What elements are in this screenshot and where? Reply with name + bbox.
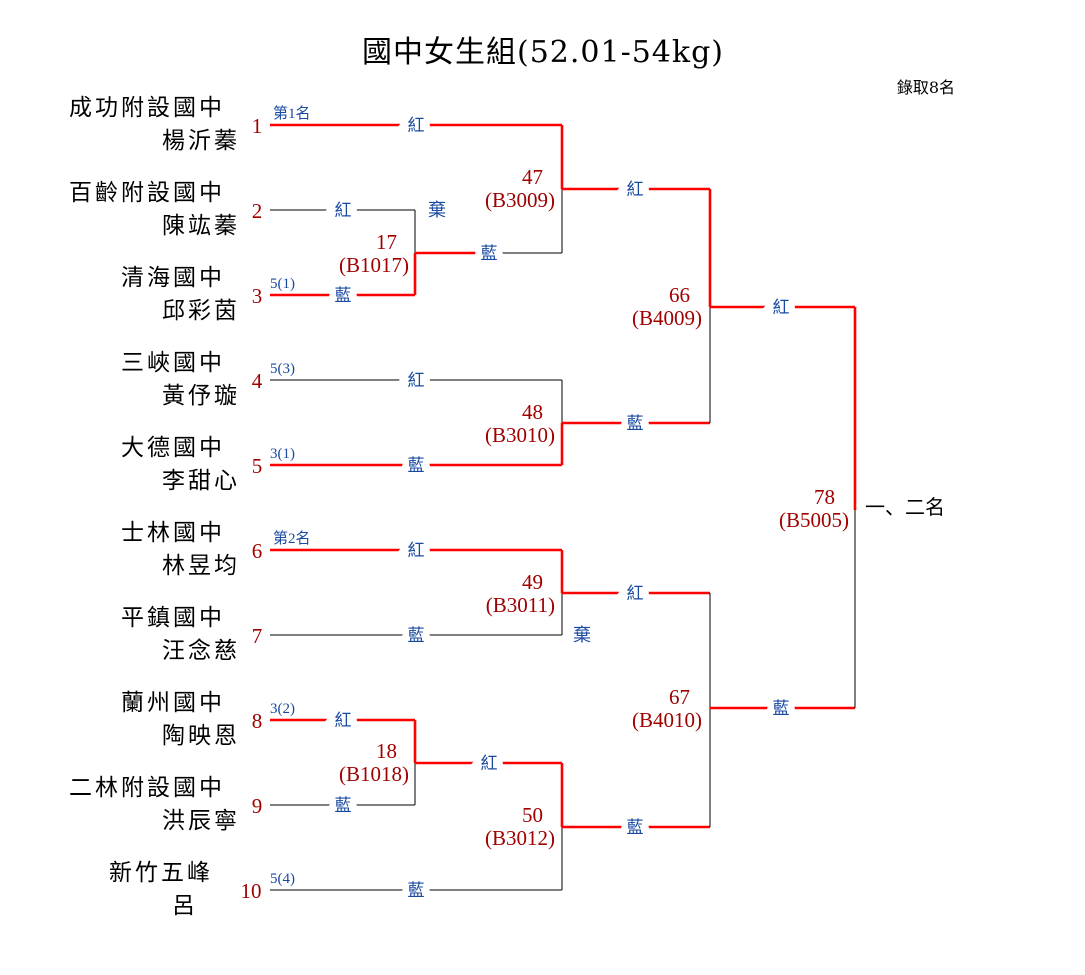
match-number: 47: [522, 165, 543, 189]
match-18: 18 (B1018): [339, 739, 409, 786]
match-number: 18: [376, 739, 397, 763]
entry-seed: 3: [252, 284, 263, 308]
match-code: (B3010): [485, 423, 555, 447]
entry-seed: 1: [252, 114, 263, 138]
match-number: 67: [669, 685, 690, 709]
blue-corner-label: 藍: [408, 456, 425, 476]
entry-5: 大德國中 李甜心 5 3(1): [121, 435, 295, 494]
red-corner-label: 紅: [627, 180, 644, 200]
page-title: 國中女生組(52.01-54kg): [362, 35, 724, 70]
entry-name: 洪辰寧: [162, 808, 240, 834]
match-66: 66 (B4009): [632, 283, 702, 330]
entry-school: 平鎮國中: [121, 605, 225, 631]
entry-seed: 6: [252, 539, 263, 563]
blue-corner-label: 藍: [335, 286, 352, 306]
entry-9: 二林附設國中 洪辰寧 9: [69, 775, 262, 834]
entry-name: 黃伃璇: [162, 383, 240, 409]
entry-name: 陶映恩: [162, 723, 240, 749]
match-78: 78 (B5005): [779, 485, 849, 532]
entry-4: 三峽國中 黃伃璇 4 5(3): [121, 350, 295, 409]
blue-corner-label: 藍: [335, 796, 352, 816]
blue-corner-label: 藍: [481, 244, 498, 264]
entry-name: 楊沂蓁: [162, 128, 240, 154]
red-corner-label: 紅: [408, 116, 425, 136]
red-corner-label: 紅: [335, 711, 352, 731]
forfeit-mark: 棄: [428, 200, 446, 221]
entry-note: 3(1): [270, 446, 295, 462]
entry-1: 成功附設國中 楊沂蓁 1 第1名: [69, 95, 311, 154]
red-corner-label: 紅: [335, 201, 352, 221]
entry-name: 呂: [172, 893, 198, 919]
red-corner-label: 紅: [408, 371, 425, 391]
entry-school: 清海國中: [121, 265, 225, 291]
entry-2: 百齡附設國中 陳竑蓁 2: [69, 180, 262, 239]
match-code: (B4009): [632, 306, 702, 330]
match-code: (B1017): [339, 253, 409, 277]
entry-name: 汪念慈: [162, 638, 240, 664]
match-code: (B3009): [485, 188, 555, 212]
blue-corner-label: 藍: [627, 414, 644, 434]
entry-7: 平鎮國中 汪念慈 7: [121, 605, 262, 664]
bracket-lines: [270, 123, 857, 891]
entry-seed: 4: [252, 369, 263, 393]
match-49: 49 (B3011): [486, 570, 555, 617]
entry-seed: 5: [252, 454, 263, 478]
match-67: 67 (B4010): [632, 685, 702, 732]
red-corner-label: 紅: [773, 298, 790, 318]
match-47: 47 (B3009): [485, 165, 555, 212]
entry-8: 蘭州國中 陶映恩 8 3(2): [121, 690, 295, 749]
entry-school: 二林附設國中: [69, 775, 225, 801]
entry-6: 士林國中 林昱均 6 第2名: [121, 520, 311, 579]
match-code: (B3012): [485, 826, 555, 850]
entry-seed: 7: [252, 624, 263, 648]
entry-note: 5(3): [270, 361, 295, 377]
red-corner-label: 紅: [408, 541, 425, 561]
match-code: (B4010): [632, 708, 702, 732]
match-number: 66: [669, 283, 690, 307]
match-code: (B5005): [779, 508, 849, 532]
entry-name: 李甜心: [162, 468, 240, 494]
entry-note: 3(2): [270, 701, 295, 717]
entry-name: 邱彩茵: [162, 298, 240, 324]
entry-note: 5(1): [270, 276, 295, 292]
entry-seed: 8: [252, 709, 263, 733]
entry-school: 新竹五峰: [109, 860, 213, 886]
entry-school: 百齡附設國中: [69, 180, 225, 206]
match-50: 50 (B3012): [485, 803, 555, 850]
entry-seed: 9: [252, 794, 263, 818]
entry-note: 第1名: [273, 104, 311, 122]
entry-name: 陳竑蓁: [162, 213, 240, 239]
quota-label: 錄取8名: [897, 78, 955, 97]
match-number: 78: [814, 485, 835, 509]
blue-corner-label: 藍: [773, 699, 790, 719]
blue-corner-label: 藍: [627, 818, 644, 838]
final-label: 一、二名: [865, 495, 945, 519]
entry-school: 大德國中: [121, 435, 225, 461]
blue-corner-label: 藍: [408, 881, 425, 901]
blue-corner-label: 藍: [408, 626, 425, 646]
entry-name: 林昱均: [162, 553, 240, 579]
entry-school: 蘭州國中: [121, 690, 225, 716]
match-number: 48: [522, 400, 543, 424]
entry-seed: 2: [252, 199, 263, 223]
match-code: (B3011): [486, 593, 555, 617]
match-number: 50: [522, 803, 543, 827]
entry-note: 第2名: [273, 529, 311, 547]
entry-note: 5(4): [270, 871, 295, 887]
entry-3: 清海國中 邱彩茵 3 5(1): [121, 265, 295, 324]
match-number: 49: [522, 570, 543, 594]
red-corner-label: 紅: [627, 584, 644, 604]
match-48: 48 (B3010): [485, 400, 555, 447]
match-code: (B1018): [339, 762, 409, 786]
entry-school: 成功附設國中: [69, 95, 225, 121]
match-17: 17 (B1017): [339, 230, 409, 277]
entry-seed: 10: [241, 879, 262, 903]
forfeit-mark: 棄: [573, 625, 591, 646]
red-corner-label: 紅: [481, 754, 498, 774]
entry-school: 三峽國中: [121, 350, 225, 376]
entry-school: 士林國中: [121, 520, 225, 546]
entry-10: 新竹五峰 呂 10 5(4): [109, 860, 295, 919]
match-number: 17: [376, 230, 397, 254]
